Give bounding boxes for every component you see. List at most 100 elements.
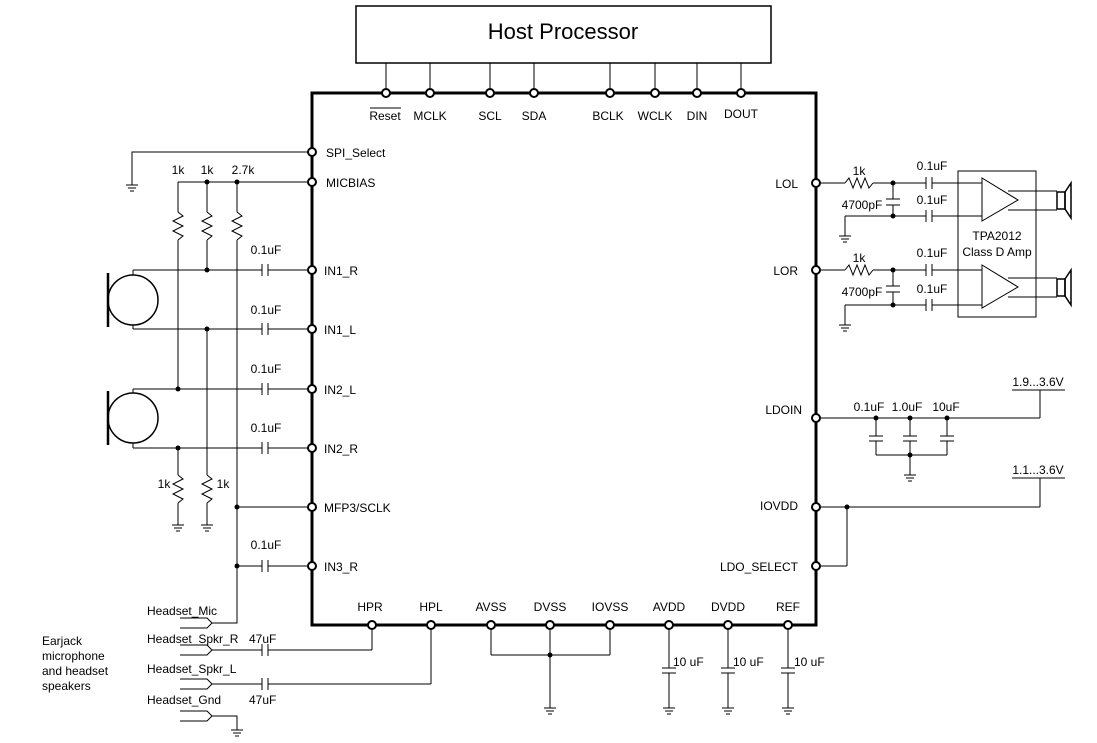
res-label-1k-d: 1k — [217, 477, 231, 491]
pin-label-wclk: WCLK — [638, 109, 673, 123]
pin-label-ldo-select: LDO_SELECT — [720, 560, 799, 574]
pin-label-sda: SDA — [522, 109, 547, 123]
earjack-note-1: Earjack — [42, 634, 83, 648]
spi-select-wire — [131, 151, 308, 185]
supply-decoupling-caps — [662, 629, 795, 715]
cap-label-ldo-c: 10uF — [932, 400, 959, 414]
headset-spkr-l-label: Headset_Spkr_L — [147, 662, 237, 676]
top-resistors — [171, 182, 244, 566]
host-processor-box — [355, 5, 772, 64]
pin-label-lor: LOR — [773, 264, 798, 278]
pin-label-scl: SCL — [478, 109, 502, 123]
pin-label-avdd: AVDD — [653, 600, 686, 614]
res-label-2k7: 2.7k — [232, 163, 256, 177]
input-wires — [133, 264, 308, 572]
pin-label-lol: LOL — [775, 177, 798, 191]
cap-label-lor-a: 0.1uF — [917, 246, 948, 260]
junction-dot — [890, 180, 896, 186]
junction-dot — [204, 267, 210, 273]
pin-label-bclk: BCLK — [592, 109, 623, 123]
res-label-1k-a: 1k — [172, 163, 186, 177]
bottom-resistors — [171, 329, 214, 532]
pin-label-dvss: DVSS — [534, 600, 567, 614]
top-pin-labels: Reset MCLK SCL SDA BCLK WCLK DIN DOUT — [369, 107, 758, 123]
pin-label-micbias: MICBIAS — [326, 176, 375, 190]
cap-label-dvdd: 10 uF — [733, 655, 764, 669]
junction-dot — [234, 504, 240, 510]
supply-ldoin-label: 1.9...3.6V — [1012, 375, 1063, 389]
cap-label-lor-shunt: 4700pF — [842, 285, 883, 299]
pin-label-dvdd: DVDD — [711, 600, 745, 614]
cap-label-in1l: 0.1uF — [251, 303, 282, 317]
supply-iovdd-label: 1.1...3.6V — [1012, 463, 1063, 477]
res-label-1k-b: 1k — [201, 163, 215, 177]
junction-dot — [890, 213, 896, 219]
lol-filter — [820, 176, 970, 243]
junction-dot — [844, 504, 850, 510]
pin-label-avss: AVSS — [475, 600, 506, 614]
junction-dot — [175, 386, 181, 392]
res-label-lor: 1k — [853, 251, 867, 265]
cap-label-in3r: 0.1uF — [251, 538, 282, 552]
earjack-note-3: and headset — [42, 664, 109, 678]
amp-box — [957, 170, 1037, 318]
pin-label-hpl: HPL — [419, 600, 443, 614]
pin-label-iovss: IOVSS — [592, 600, 629, 614]
pin-label-mclk: MCLK — [413, 109, 446, 123]
speaker-1-icon — [1056, 180, 1072, 221]
junction-dot — [547, 652, 553, 658]
iovdd-network — [820, 477, 1065, 567]
cap-label-hp-r: 47uF — [249, 632, 276, 646]
junction-dot — [873, 415, 879, 421]
pin-label-din: DIN — [687, 109, 708, 123]
cap-label-ldo-b: 1.0uF — [892, 400, 923, 414]
right-pin-labels: LOL LOR LDOIN IOVDD LDO_SELECT — [720, 177, 802, 574]
bottom-pin-labels: HPR HPL AVSS DVSS IOVSS AVDD DVDD REF — [357, 600, 800, 614]
spi-ground-icon — [126, 184, 138, 192]
junction-dot — [907, 415, 913, 421]
pin-label-spi-select: SPI_Select — [326, 146, 386, 160]
res-label-1k-c: 1k — [158, 477, 172, 491]
microphone-1-icon — [106, 270, 159, 329]
microphone-2-icon — [106, 389, 159, 448]
amp-triangles — [970, 177, 1057, 309]
ldoin-network — [820, 389, 1065, 482]
junction-dot — [890, 267, 896, 273]
junction-dot — [944, 415, 950, 421]
pin-label-hpr: HPR — [357, 600, 383, 614]
pin-label-in1r: IN1_R — [324, 264, 358, 278]
ground-bus — [490, 629, 611, 715]
host-processor-title: Host Processor — [488, 19, 638, 44]
cap-label-lol-b: 0.1uF — [917, 193, 948, 207]
amp-desc: Class D Amp — [962, 245, 1032, 259]
cap-label-avdd: 10 uF — [673, 655, 704, 669]
headset-mic-label: Headset_Mic — [147, 604, 217, 618]
left-pins — [307, 147, 317, 571]
pin-label-dout: DOUT — [724, 107, 759, 121]
pin-label-mfp3: MFP3/SCLK — [324, 501, 391, 515]
headset-gnd-label: Headset_Gnd — [147, 693, 221, 707]
pin-label-iovdd: IOVDD — [760, 499, 798, 513]
pin-label-in2l: IN2_L — [324, 383, 356, 397]
cap-label-in2r: 0.1uF — [251, 421, 282, 435]
amp-name: TPA2012 — [972, 229, 1021, 243]
junction-dot — [890, 302, 896, 308]
cap-label-in2l: 0.1uF — [251, 362, 282, 376]
cap-label-lol-a: 0.1uF — [917, 159, 948, 173]
res-label-lol: 1k — [853, 164, 867, 178]
earjack-note-2: microphone — [42, 649, 105, 663]
codec-box — [310, 91, 818, 627]
pin-label-reset: Reset — [369, 109, 401, 123]
cap-label-ldo-a: 0.1uF — [854, 400, 885, 414]
cap-label-lol-shunt: 4700pF — [842, 198, 883, 212]
cap-label-lor-b: 0.1uF — [917, 282, 948, 296]
host-bus-wires — [385, 63, 742, 93]
left-pin-labels: SPI_Select MICBIAS IN1_R IN1_L IN2_L IN2… — [324, 146, 391, 574]
pin-label-in2r: IN2_R — [324, 442, 358, 456]
cap-label-hp-l: 47uF — [249, 693, 276, 707]
lor-filter — [820, 263, 970, 332]
pin-label-ldoin: LDOIN — [765, 403, 802, 417]
bottom-pins — [367, 620, 793, 630]
cap-label-in1r: 0.1uF — [251, 243, 282, 257]
